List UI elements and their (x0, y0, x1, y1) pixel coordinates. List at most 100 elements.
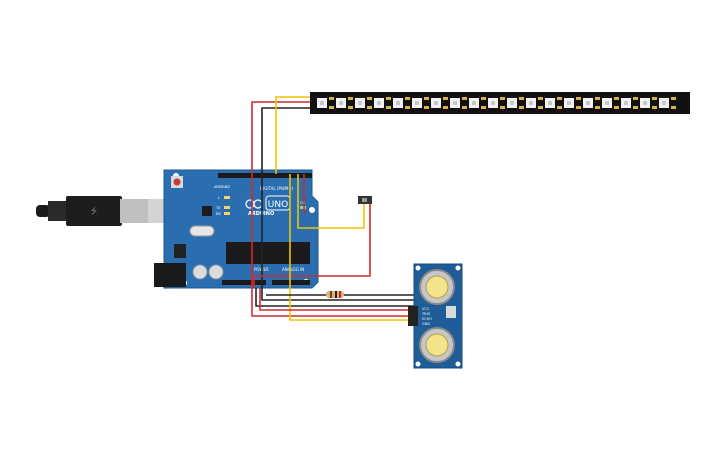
aref-label: AREF (214, 185, 223, 189)
resistor[interactable] (326, 291, 344, 298)
digital-label: DIGITAL (PWM~) (260, 186, 294, 191)
neopixel-pad (595, 106, 600, 109)
mounting-hole (455, 265, 461, 271)
led-tx (224, 206, 230, 209)
neopixel-pad (633, 106, 638, 109)
model-label: UNO (268, 200, 288, 210)
neopixel-pad (462, 106, 467, 109)
power-jack (154, 263, 186, 287)
digital-header[interactable] (218, 173, 312, 178)
capacitor (208, 264, 224, 280)
neopixel-pad (576, 97, 581, 100)
neopixel-pad (348, 97, 353, 100)
neopixel-pad (519, 106, 524, 109)
ultrasonic-sensor[interactable]: VCC TRIG ECHO GND (408, 263, 463, 369)
neopixel-pad (671, 97, 676, 100)
neopixel-pad (481, 97, 486, 100)
usb-chip (202, 206, 212, 216)
sensor-crystal (446, 306, 456, 318)
sensor-pin-trig: TRIG (421, 312, 431, 316)
neopixel-pad (367, 106, 372, 109)
wire-strip-data[interactable] (275, 96, 316, 174)
neopixel-strip-icon (310, 92, 690, 114)
neopixel-led-core (320, 101, 324, 105)
gnd-label: GND (222, 185, 230, 189)
slide-switch[interactable] (358, 196, 372, 204)
neopixel-led-core (453, 101, 457, 105)
neopixel-pad (329, 106, 334, 109)
led-label-rx: RX (216, 212, 221, 216)
arduino-board[interactable]: L TX RX ON ARDUINO UNO DIGITAL (PWM~) AR… (154, 169, 319, 289)
led-label-l: L (218, 196, 220, 200)
usb-icon: ⭍ (91, 207, 98, 216)
neopixel-pad (424, 106, 429, 109)
resistor-band (330, 291, 332, 298)
neopixel-led-core (358, 101, 362, 105)
wire-sensor-echo[interactable] (289, 174, 414, 321)
neopixel-pad (519, 97, 524, 100)
wire-switch-power[interactable] (303, 174, 306, 213)
neopixel-pad (329, 97, 334, 100)
neopixel-pad (462, 97, 467, 100)
led-rx (224, 212, 230, 215)
neopixel-led-core (605, 101, 609, 105)
neopixel-pad (595, 97, 600, 100)
usb-cable-strain (48, 201, 68, 221)
brand-label: ARDUINO (248, 211, 274, 217)
wire-sensor-gnd[interactable] (255, 288, 414, 307)
neopixel-led-core (434, 101, 438, 105)
neopixel-pad (443, 106, 448, 109)
capacitor (192, 264, 208, 280)
mounting-hole (455, 361, 461, 367)
voltage-regulator (174, 244, 186, 258)
neopixel-led-core (662, 101, 666, 105)
neopixel-led-core (624, 101, 628, 105)
sensor-pin-echo: ECHO (422, 317, 432, 321)
transducer-mesh (425, 333, 449, 357)
neopixel-pad (557, 97, 562, 100)
neopixel-led-core (510, 101, 514, 105)
neopixel-pad (500, 106, 505, 109)
wire-sensor-vcc[interactable] (259, 288, 414, 311)
neopixel-pad (652, 97, 657, 100)
neopixel-pad (386, 106, 391, 109)
neopixel-led-core (586, 101, 590, 105)
neopixel-pad (538, 106, 543, 109)
neopixel-pad (424, 97, 429, 100)
neopixel-led-core (491, 101, 495, 105)
led-label-tx: TX (215, 206, 221, 210)
neopixel-pad (481, 106, 486, 109)
usb-cable[interactable]: ⭍ (36, 196, 184, 226)
mounting-hole (415, 361, 421, 367)
wire-strip-gnd[interactable] (261, 107, 414, 301)
sensor-pin-header[interactable] (408, 306, 418, 326)
neopixel-pad (614, 97, 619, 100)
neopixel-led-core (339, 101, 343, 105)
neopixel-strip[interactable] (310, 92, 690, 114)
resistor-band (335, 291, 337, 298)
on-label: ON (300, 201, 306, 205)
wire-switch-return[interactable] (253, 202, 371, 288)
neopixel-led-core (643, 101, 647, 105)
neopixel-led-core (567, 101, 571, 105)
neopixel-led-core (415, 101, 419, 105)
sensor-pin-gnd: GND (422, 322, 430, 326)
wire-strip-5v[interactable] (251, 101, 414, 317)
analog-label: ANALOG IN (282, 267, 304, 272)
neopixel-pad (500, 97, 505, 100)
power-header[interactable] (222, 280, 266, 285)
neopixel-pad (386, 97, 391, 100)
reset-button-cap[interactable] (173, 178, 181, 186)
led-l (224, 196, 230, 199)
sensor-pin-vcc: VCC (422, 307, 430, 311)
neopixel-led-core (472, 101, 476, 105)
pixel-group (317, 97, 676, 109)
wire-switch-signal[interactable] (297, 174, 365, 229)
neopixel-led-core (377, 101, 381, 105)
neopixel-pad (538, 97, 543, 100)
resistor-band (339, 291, 341, 298)
neopixel-pad (557, 106, 562, 109)
analog-header[interactable] (272, 280, 310, 285)
switch-toggle[interactable] (362, 198, 367, 202)
